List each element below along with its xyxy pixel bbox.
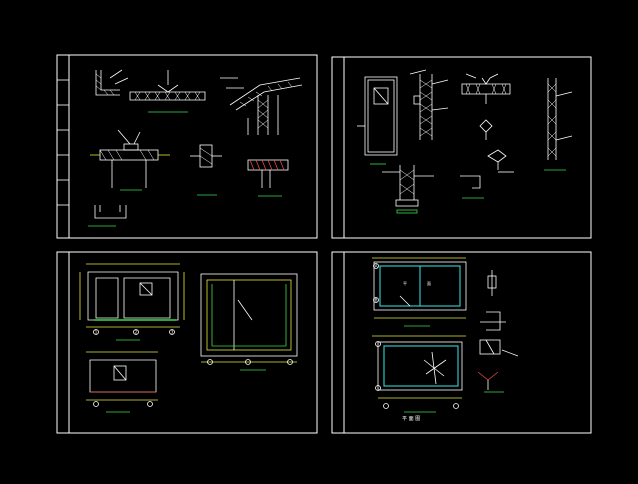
svg-text:面: 面 xyxy=(427,281,431,286)
fittings-details xyxy=(460,119,514,199)
title-strip-ticks xyxy=(57,79,69,206)
sheet-title-strip xyxy=(56,251,70,434)
svg-text:平: 平 xyxy=(403,281,407,286)
sheet-top-left xyxy=(56,54,318,239)
panel-vertical-section xyxy=(544,78,573,171)
grid-bubble-a: A xyxy=(375,264,378,269)
grid-bubble-b: B xyxy=(375,298,378,303)
grid-bubble-3: 3 xyxy=(171,330,174,335)
detail-roof-panel xyxy=(129,70,206,113)
plan-label-upper: 平面 xyxy=(403,281,431,286)
detail-corner-panel xyxy=(95,69,129,96)
sheet-title-strip xyxy=(331,251,345,434)
front-elevation xyxy=(79,263,185,341)
floor-plan-upper: 平面 xyxy=(372,257,467,327)
sheet-bottom-left xyxy=(56,251,318,434)
door-elevation xyxy=(357,76,398,165)
section-marks xyxy=(477,270,519,393)
sheet-top-right xyxy=(331,56,592,239)
detail-slab-section xyxy=(247,159,289,197)
sheet-title-strip xyxy=(331,56,345,239)
detail-column-joint xyxy=(190,144,222,196)
door-base-detail xyxy=(382,165,434,214)
panel-horizontal-joint xyxy=(461,73,511,104)
detail-truss xyxy=(220,77,303,135)
grid-bubble-1: 1 xyxy=(95,330,98,335)
sheet-title-strip xyxy=(56,54,70,239)
detail-bracket xyxy=(88,205,127,227)
grid-bubble-2: 2 xyxy=(135,330,138,335)
floor-plan-lower xyxy=(372,335,466,413)
roof-plan xyxy=(200,273,298,371)
side-elevation xyxy=(86,351,158,413)
plan-title: 平 面 图 xyxy=(402,416,420,422)
sheet-bottom-right: 平面 xyxy=(331,251,592,434)
detail-bolted-joint xyxy=(90,129,170,191)
door-jamb-section xyxy=(409,69,449,140)
bound-labels: 平 面 图 A B 1 2 3 xyxy=(95,264,420,422)
